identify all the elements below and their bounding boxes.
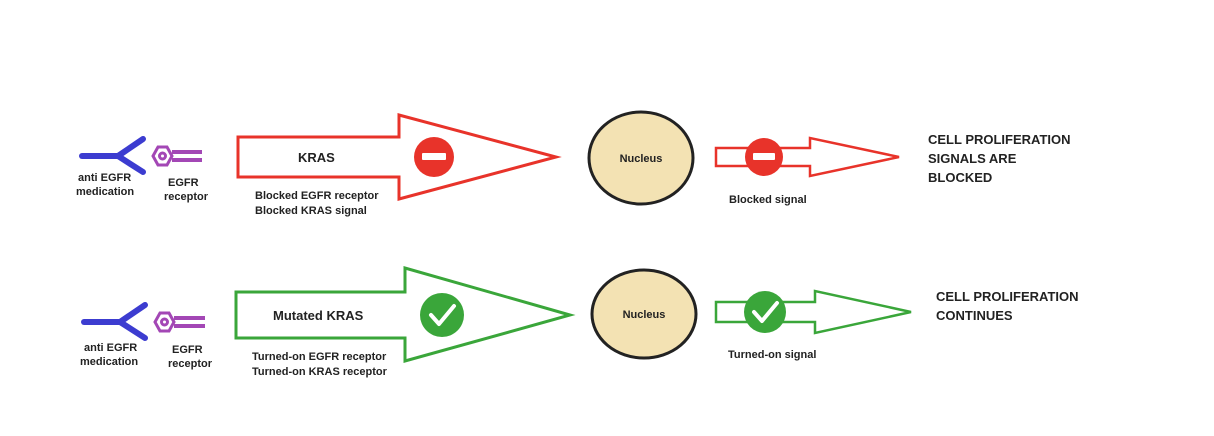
egfr-receptor-icon xyxy=(151,145,202,167)
kras-label: KRAS xyxy=(298,150,335,165)
antibody-icon xyxy=(81,302,148,341)
row-blocked: anti EGFR medication EGFR receptor KRAS … xyxy=(76,110,1074,217)
medication-label: anti EGFR medication xyxy=(80,342,140,368)
minus-icon xyxy=(745,138,783,176)
arrow-notes: Turned-on EGFR receptor Turned-on KRAS r… xyxy=(252,351,389,378)
receptor-label: EGFR receptor xyxy=(164,177,209,203)
mutated-kras-arrow xyxy=(234,266,576,363)
medication-label: anti EGFR medication xyxy=(76,172,134,198)
nucleus-circle xyxy=(590,268,698,360)
receptor-label: EGFR receptor xyxy=(168,344,213,370)
signal-label: Blocked signal xyxy=(729,194,807,206)
signal-label: Turned-on signal xyxy=(728,349,816,361)
nucleus-label: Nucleus xyxy=(620,153,663,165)
outcome-text: CELL PROLIFERATION CONTINUES xyxy=(936,289,1082,323)
antibody-icon xyxy=(79,136,146,175)
outcome-text: CELL PROLIFERATION SIGNALS ARE BLOCKED xyxy=(928,132,1074,185)
minus-icon xyxy=(414,137,454,177)
signal-arrow xyxy=(714,136,900,178)
nucleus-label: Nucleus xyxy=(623,309,666,321)
mutated-kras-label: Mutated KRAS xyxy=(273,308,364,323)
nucleus-circle xyxy=(587,110,695,206)
check-icon xyxy=(744,291,786,333)
check-icon xyxy=(420,293,464,337)
egfr-receptor-icon xyxy=(153,311,205,333)
kras-arrow xyxy=(236,113,562,201)
signal-arrow xyxy=(714,289,912,335)
row-active: anti EGFR medication EGFR receptor Mutat… xyxy=(80,266,1082,378)
arrow-notes: Blocked EGFR receptor Blocked KRAS signa… xyxy=(255,190,382,217)
